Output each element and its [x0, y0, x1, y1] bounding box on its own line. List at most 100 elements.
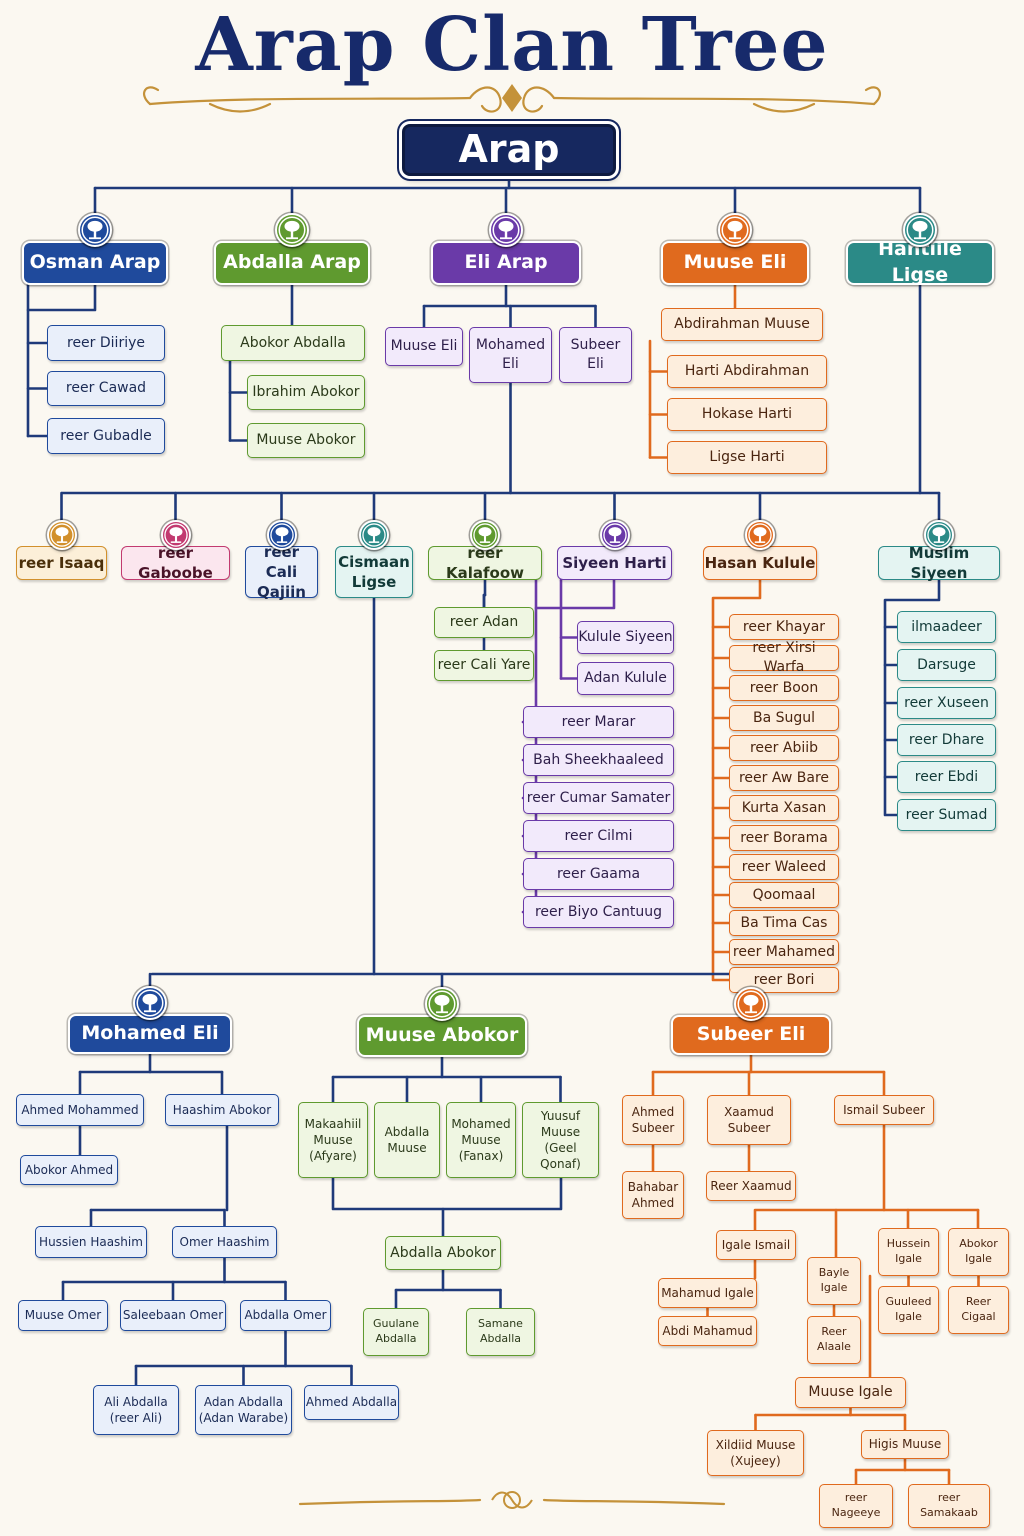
node-muuse-eli-l: Muuse Eli [385, 327, 463, 366]
node-kurta: Kurta Xasan [729, 795, 839, 821]
node-siyeen: Siyeen Harti [557, 546, 672, 580]
node-kulule-siy: Kulule Siyeen [577, 621, 674, 654]
node-xaamud-sub: Xaamud Subeer [707, 1095, 791, 1145]
node-khayar: reer Khayar [729, 614, 839, 640]
node-diiriye: reer Diiriye [47, 325, 165, 361]
node-kalafoow: reer Kalafoow [428, 544, 542, 582]
node-isaaq: reer Isaaq [16, 546, 107, 580]
node-ebdi: reer Ebdi [897, 761, 996, 793]
node-sumad: reer Sumad [897, 799, 996, 831]
node-guuleed: Guuleed Igale [878, 1286, 939, 1334]
node-haashim: Haashim Abokor [165, 1094, 279, 1126]
tree-icon [599, 520, 630, 550]
node-hantiile: Hantiile Ligse [848, 238, 992, 286]
node-harti-abd: Harti Abdirahman [667, 355, 827, 388]
node-osman: Osman Arap [24, 243, 166, 283]
connector-line [559, 578, 616, 610]
node-muuse-omer: Muuse Omer [18, 1300, 108, 1331]
tree-icon [275, 213, 309, 247]
node-ibrahim-abokor: Ibrahim Abokor [247, 375, 365, 410]
node-saleebaan: Saleebaan Omer [120, 1300, 226, 1331]
node-hasan: Hasan Kulule [703, 546, 817, 580]
node-gaama: reer Gaama [523, 858, 674, 890]
node-boon: reer Boon [729, 675, 839, 701]
node-guulane: Guulane Abdalla [363, 1308, 429, 1356]
node-abdalla-muuse: Abdalla Muuse [374, 1102, 440, 1178]
node-abdirahman: Abdirahman Muuse [661, 308, 823, 341]
node-muslim: Muslim Siyeen [878, 544, 1000, 582]
node-biyo: reer Biyo Cantuug [523, 896, 674, 928]
tree-icon [266, 520, 297, 550]
tree-icon [425, 987, 459, 1021]
connector-line [26, 281, 97, 312]
page-title: Arap Clan Tree [195, 2, 829, 88]
node-dhare: reer Dhare [897, 724, 996, 756]
node-abdalla: Abdalla Arap [216, 243, 368, 283]
node-gubadle: reer Gubadle [47, 418, 165, 454]
node-mohamed-eli-h: Mohamed Eli [70, 1016, 230, 1052]
node-abokor-ahmed: Abokor Ahmed [20, 1155, 118, 1185]
node-mohamed-muuse: Mohamed Muuse (Fanax) [446, 1102, 516, 1178]
node-muuse-igale: Muuse Igale [795, 1377, 906, 1408]
node-darsuge: Darsuge [897, 649, 996, 681]
node-ali-abdalla: Ali Abdalla (reer Ali) [93, 1385, 179, 1435]
tree-icon [924, 520, 954, 550]
node-muuse-eli-h: Muuse Eli [663, 243, 807, 283]
tree-icon [359, 520, 389, 550]
tree-icon [160, 520, 191, 550]
node-abdalla-omer: Abdalla Omer [240, 1300, 331, 1331]
node-ahmed-abdalla: Ahmed Abdalla [304, 1385, 399, 1420]
node-yuusuf: Yuusuf Muuse (Geel Qonaf) [522, 1102, 599, 1178]
connector-line [753, 1123, 886, 1232]
tree-icon [903, 213, 937, 247]
tree-icon [470, 520, 500, 550]
node-qoomaal: Qoomaal [729, 882, 839, 908]
node-nageeye: reer Nageeye [819, 1484, 893, 1528]
node-hokase: Hokase Harti [667, 398, 827, 431]
tree-icon [718, 213, 752, 247]
node-borama: reer Borama [729, 825, 839, 851]
node-adan: reer Adan [434, 607, 534, 638]
node-ahmed-sub: Ahmed Subeer [622, 1095, 684, 1145]
node-abdalla-abokor: Abdalla Abokor [385, 1236, 501, 1270]
node-abdi-mahamud: Abdi Mahamud [658, 1316, 757, 1346]
node-adan-kulule: Adan Kulule [577, 662, 674, 695]
node-bayle: Bayle Igale [807, 1257, 861, 1305]
node-hussien-h: Hussien Haashim [35, 1226, 147, 1258]
tree-icon [78, 213, 112, 247]
tree-icon [745, 520, 775, 550]
node-subeer-eli-h: Subeer Eli [673, 1017, 829, 1053]
node-mohamed-eli-l: Mohamed Eli [469, 327, 552, 383]
node-makaahiil: Makaahiil Muuse (Afyare) [298, 1102, 368, 1178]
tree-icon [133, 986, 167, 1020]
node-igale: Igale Ismail [716, 1230, 796, 1260]
node-ba-sugul: Ba Sugul [729, 705, 839, 731]
node-reer-cigaal: Reer Cigaal [948, 1286, 1009, 1334]
node-reer-xaamud: Reer Xaamud [706, 1171, 796, 1201]
node-cali-qajiin: reer Cali Qajiin [245, 543, 318, 601]
node-muuse-abokor-l: Muuse Abokor [247, 423, 365, 458]
node-ismail-sub: Ismail Subeer [834, 1095, 934, 1125]
node-adan-abdalla: Adan Abdalla (Adan Warabe) [195, 1385, 292, 1435]
node-xuseen: reer Xuseen [897, 687, 996, 719]
node-mahamud-igale: Mahamud Igale [658, 1278, 757, 1308]
node-xirsi: reer Xirsi Warfa [729, 640, 839, 675]
node-marar: reer Marar [523, 706, 674, 738]
node-abiib: reer Abiib [729, 735, 839, 761]
tree-icon [734, 987, 768, 1021]
node-cawad: reer Cawad [47, 371, 165, 406]
node-omer-h: Omer Haashim [172, 1226, 277, 1258]
node-samakaab: reer Samakaab [908, 1484, 990, 1528]
tree-icon [489, 213, 523, 247]
connector-line [711, 578, 762, 982]
node-cali-yare: reer Cali Yare [434, 650, 534, 681]
node-higis: Higis Muuse [861, 1430, 949, 1459]
node-xildiid: Xildiid Muuse (Xujeey) [707, 1430, 804, 1476]
node-gaboobe: reer Gaboobe [121, 544, 230, 582]
node-bahabar: Bahabar Ahmed [622, 1171, 684, 1219]
node-ahmed-moh: Ahmed Mohammed [16, 1094, 144, 1126]
node-eli: Eli Arap [433, 243, 579, 283]
node-ligse-harti: Ligse Harti [667, 441, 827, 474]
node-ba-tima: Ba Tima Cas [729, 910, 839, 936]
